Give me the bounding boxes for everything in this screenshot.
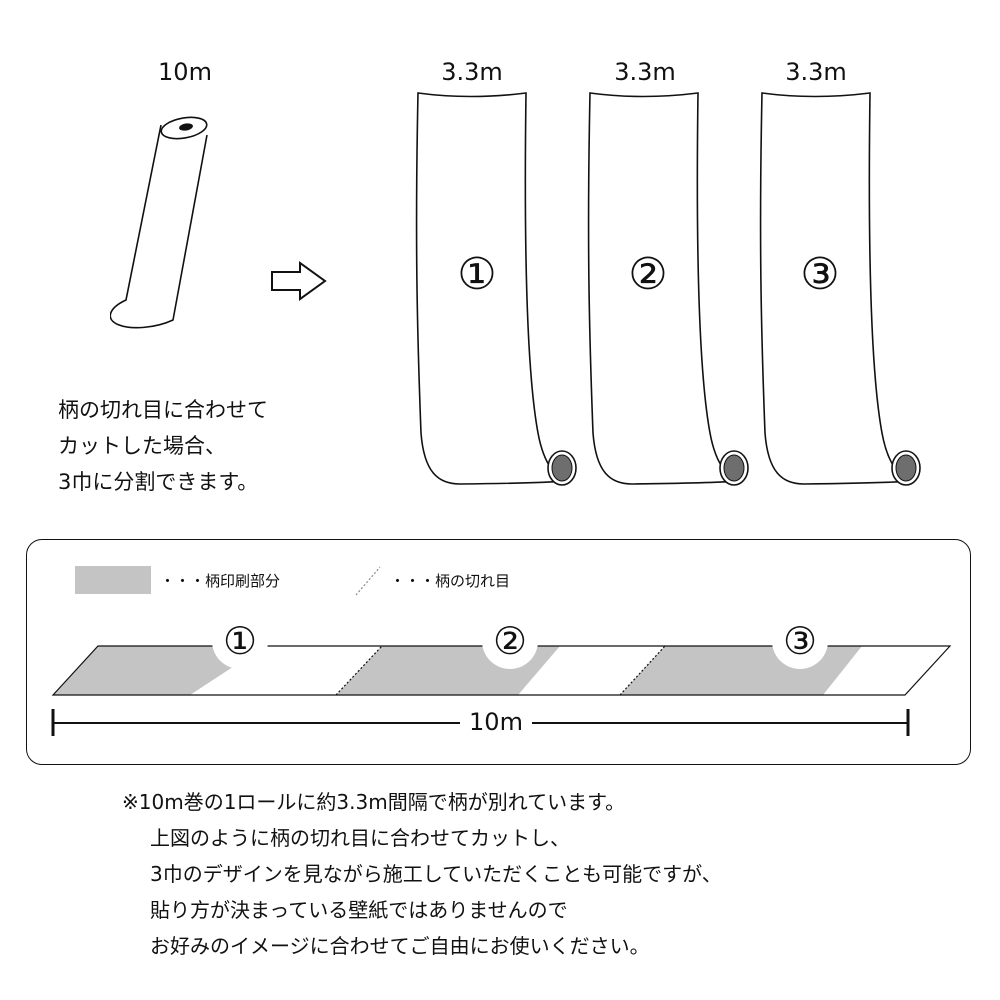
- roll-layout-strip: [51, 615, 952, 736]
- panel-strip-1: [415, 92, 577, 486]
- section-number-2: ②: [492, 619, 528, 663]
- layout-diagram-box: [26, 539, 971, 765]
- note-line: ※10m巻の1ロールに約3.3m間隔で柄が別れています。: [122, 790, 626, 814]
- note-line: お好みのイメージに合わせてご自由にお使いください。: [150, 934, 650, 958]
- note-line: 貼り方が決まっている壁紙ではありませんので: [150, 898, 568, 922]
- arrow-right-icon: [271, 261, 327, 301]
- usage-note: ※10m巻の1ロールに約3.3m間隔で柄が別れています。 上図のように柄の切れ目…: [122, 784, 722, 964]
- panel-strip-2: [587, 92, 749, 486]
- section-number-3: ③: [782, 619, 818, 663]
- description-line: 柄の切れ目に合わせて: [58, 398, 268, 422]
- legend-printed-label: ・・・柄印刷部分: [160, 572, 281, 590]
- note-line: 3巾のデザインを見ながら施工していただくことも可能ですが、: [150, 862, 722, 886]
- panel-number-3: ③: [800, 249, 840, 300]
- section-number-1: ①: [222, 619, 258, 663]
- description-line: 3巾に分割できます。: [58, 470, 259, 494]
- note-line: 上図のように柄の切れ目に合わせてカットし、: [150, 826, 570, 850]
- panel-2-length-label: 3.3m: [614, 58, 676, 86]
- panel-1-length-label: 3.3m: [441, 58, 503, 86]
- panel-number-1: ①: [457, 249, 497, 300]
- legend-printed-swatch: [75, 566, 151, 594]
- legend-cut-label: ・・・柄の切れ目: [390, 572, 511, 590]
- total-length-label: 10m: [469, 708, 523, 736]
- cut-panels-illustration: [415, 92, 921, 486]
- description-line: カットした場合、: [58, 434, 226, 458]
- panel-number-2: ②: [628, 249, 668, 300]
- panel-3-length-label: 3.3m: [785, 58, 847, 86]
- roll-length-label: 10m: [158, 58, 212, 86]
- split-description: 柄の切れ目に合わせて カットした場合、 3巾に分割できます。: [58, 392, 268, 500]
- wallpaper-roll-illustration: [110, 116, 208, 329]
- legend-cut-line-icon: [355, 566, 381, 596]
- panel-strip-3: [759, 92, 921, 486]
